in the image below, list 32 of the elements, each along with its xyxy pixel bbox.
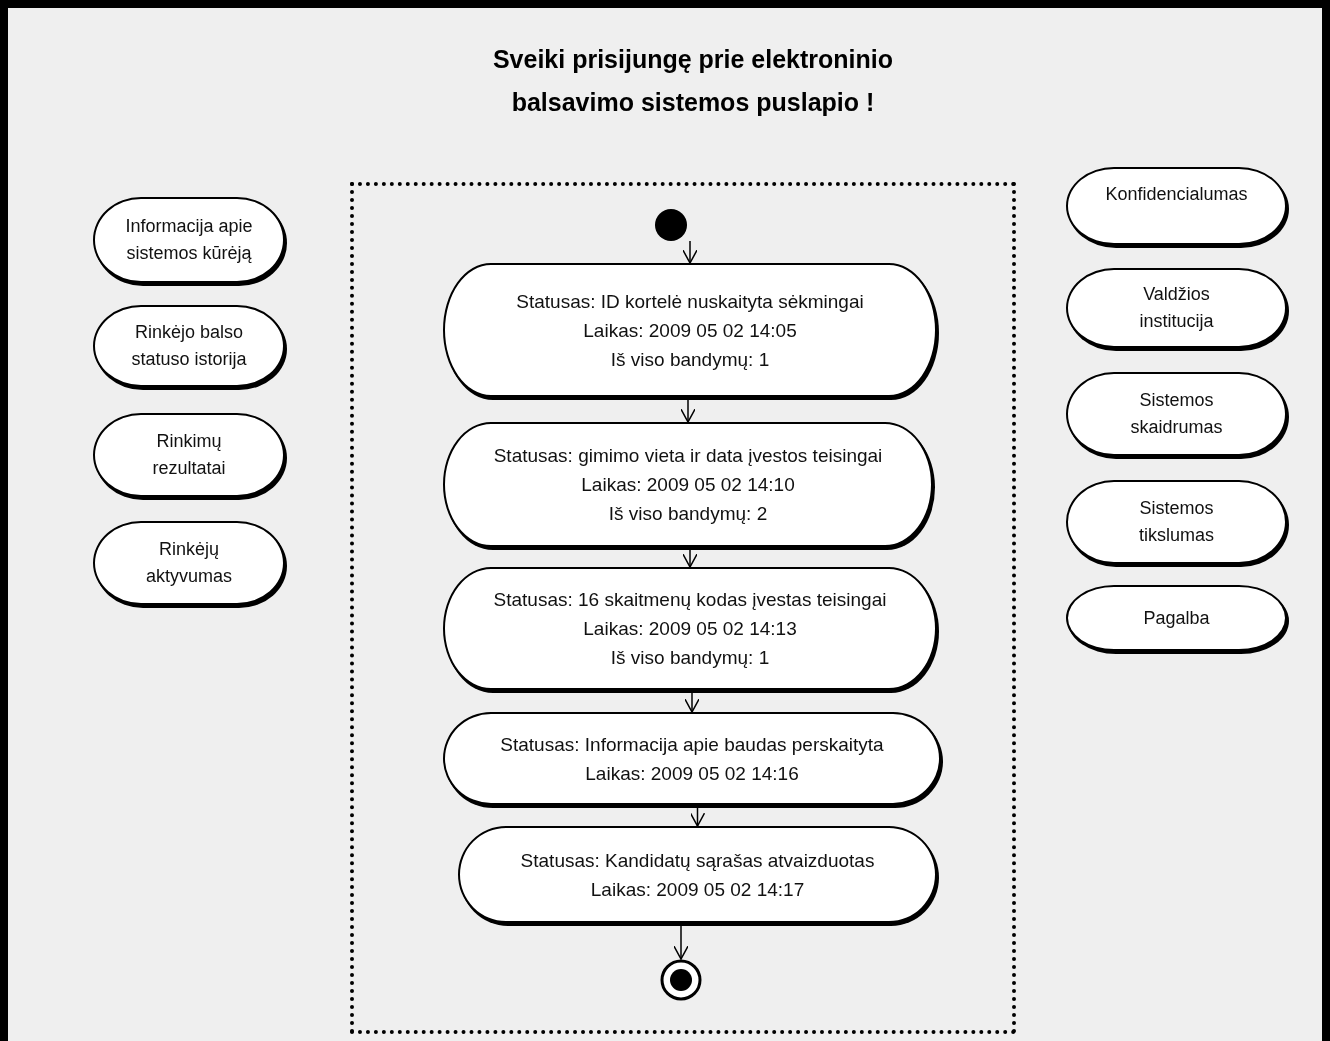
menu-label: Sistemos tikslumas: [1138, 497, 1215, 547]
menu-label: Sistemos skaidrumas: [1129, 389, 1224, 439]
menu-label: Valdžios institucija: [1138, 283, 1215, 333]
menu-pill: [1066, 585, 1287, 651]
menu-pill: [93, 521, 285, 605]
status-text: Statusas: 16 skaitmenų kodas įvestas teisingai: [493, 588, 887, 612]
final-node: [660, 959, 702, 1001]
status-text: Laikas: 2009 05 02 14:05: [583, 318, 797, 343]
menu-label: Pagalba: [1143, 606, 1210, 630]
menu-label: Rinkėjo balso statuso istorija: [130, 321, 248, 371]
menu-pill: [93, 413, 285, 497]
menu-pill: [1066, 480, 1287, 564]
status-text: Iš viso bandymų: 1: [610, 646, 770, 670]
menu-label: Konfidencialumas: [1105, 183, 1248, 206]
page-title: Sveiki prisijungę prie elektroninio balsavimo sistemos puslapio !: [491, 44, 895, 118]
status-text: Laikas: 2009 05 02 14:13: [583, 617, 797, 641]
menu-label: Rinkėjų aktyvumas: [145, 538, 233, 588]
status-text: Statusas: ID kortelė nuskaityta sėkmingai: [516, 289, 864, 314]
dotted-frame: [350, 182, 1016, 1034]
status-text: Laikas: 2009 05 02 14:17: [590, 877, 805, 902]
menu-pill: [1066, 268, 1287, 348]
status-text: Iš viso bandymų: 2: [608, 502, 768, 526]
status-text: Statusas: Kandidatų sąrašas atvaizduotas: [520, 848, 875, 873]
menu-label: Informacija apie sistemos kūrėją: [124, 215, 254, 265]
status-text: Statusas: Informacija apie baudas perskaityta: [500, 732, 884, 757]
status-text: Laikas: 2009 05 02 14:10: [581, 473, 795, 497]
arrow: [682, 240, 698, 264]
menu-pill: [1066, 372, 1287, 456]
status-text: Statusas: gimimo vieta ir data įvestos teisingai: [493, 444, 883, 468]
status-text: Iš viso bandymų: 1: [610, 347, 770, 372]
status-text: Laikas: 2009 05 02 14:16: [585, 761, 799, 786]
menu-label: Rinkimų rezultatai: [151, 430, 227, 480]
